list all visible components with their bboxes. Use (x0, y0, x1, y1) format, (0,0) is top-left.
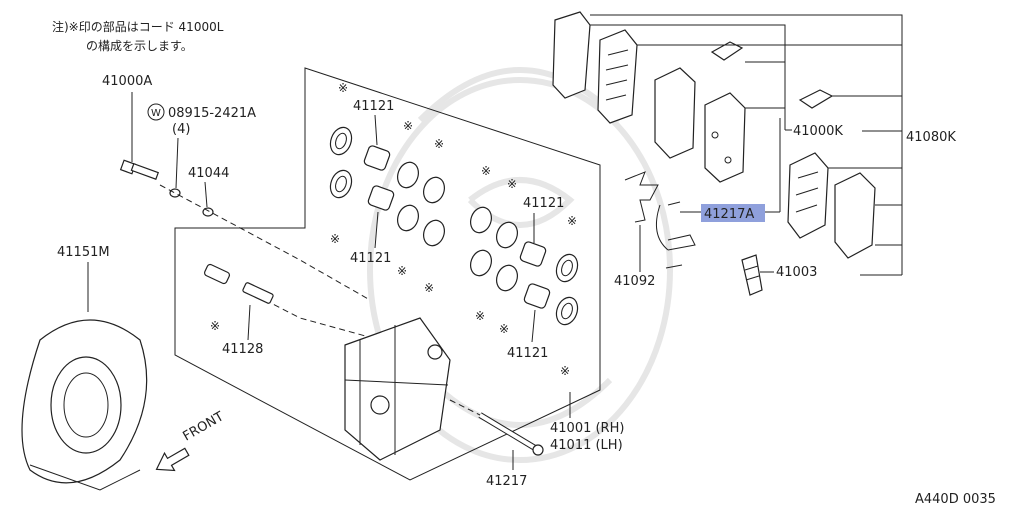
mount-axis-line (159, 184, 371, 301)
label-41011[interactable]: 41011 (LH) (550, 438, 623, 453)
label-washer-code[interactable]: 08915-2421A (168, 106, 256, 121)
bleeder-axis-line (264, 299, 381, 341)
asterisk-mark: ※ (397, 264, 407, 278)
washer-symbol-letter: W (151, 108, 161, 119)
pin-41217[interactable] (478, 412, 544, 456)
asterisk-mark: ※ (338, 81, 348, 95)
washer-part[interactable] (169, 188, 181, 198)
label-41121-d[interactable]: 41121 (507, 346, 548, 361)
label-41044[interactable]: 41044 (188, 166, 229, 181)
note-line-1: 注)※印の部品はコード 41000L (52, 19, 224, 34)
asterisk-mark: ※ (507, 177, 517, 191)
bolt-41000A[interactable] (119, 159, 160, 180)
leader-41121-d (531, 309, 536, 343)
asterisk-mark: ※ (567, 214, 577, 228)
part-41003[interactable] (741, 254, 763, 296)
label-41003[interactable]: 41003 (776, 265, 817, 280)
asterisk-mark: ※ (424, 281, 434, 295)
leader-washer (175, 137, 179, 189)
pad-set-inner[interactable] (654, 67, 746, 183)
front-arrow-icon (155, 447, 190, 472)
piston-41121-c[interactable] (519, 241, 551, 309)
label-41000A[interactable]: 41000A (102, 74, 152, 89)
bracket-41080K (590, 14, 903, 276)
label-41121-a[interactable]: 41121 (353, 99, 394, 114)
seal-column-left[interactable] (327, 124, 355, 200)
asterisk-mark: ※ (434, 137, 444, 151)
bracket-41000K (590, 24, 792, 131)
seal-column-right[interactable] (553, 251, 581, 327)
label-41092[interactable]: 41092 (614, 274, 655, 289)
label-41000K[interactable]: 41000K (793, 124, 843, 139)
asterisk-mark: ※ (475, 309, 485, 323)
pin-axis-line (449, 399, 481, 416)
leader-41128 (247, 304, 251, 341)
pad-shims-right[interactable] (787, 152, 876, 259)
asterisk-mark: ※ (330, 232, 340, 246)
part-41044[interactable] (202, 207, 214, 217)
seal-column-mid-right[interactable] (467, 204, 521, 293)
label-41151M[interactable]: 41151M (57, 245, 110, 260)
watermark-emblem (367, 67, 673, 463)
leader-41044 (204, 181, 208, 208)
asterisk-mark: ※ (560, 364, 570, 378)
label-41001[interactable]: 41001 (RH) (550, 421, 624, 436)
leader-41121-a (374, 114, 378, 146)
washer-symbol-icon (147, 103, 165, 121)
highlight-41217A (701, 204, 765, 222)
dust-shield-41151M[interactable] (21, 319, 148, 491)
label-41121-b[interactable]: 41121 (350, 251, 391, 266)
asterisk-mark: ※ (210, 319, 220, 333)
label-washer-qty: (4) (172, 122, 190, 137)
label-41128[interactable]: 41128 (222, 342, 263, 357)
asterisk-mark: ※ (403, 119, 413, 133)
diagram-code: A440D 0035 (915, 492, 996, 507)
label-front: FRONT (181, 409, 227, 444)
asterisk-mark: ※ (481, 164, 491, 178)
label-41080K[interactable]: 41080K (906, 130, 956, 145)
note-line-2: の構成を示します。 (86, 39, 193, 53)
seal-column-mid-left[interactable] (394, 159, 448, 248)
label-41217[interactable]: 41217 (486, 474, 527, 489)
leader-41121-b (374, 211, 379, 249)
caliper-group-outline (174, 67, 601, 481)
piston-41121-a[interactable] (363, 145, 395, 211)
bleeder-41128[interactable] (203, 263, 274, 304)
pad-set-outer[interactable] (552, 11, 638, 124)
label-41217A[interactable]: 41217A (704, 207, 754, 222)
caliper-body-41001[interactable] (344, 317, 451, 461)
label-41121-c[interactable]: 41121 (523, 196, 564, 211)
spring-41092[interactable] (624, 171, 696, 269)
asterisk-mark: ※ (499, 322, 509, 336)
